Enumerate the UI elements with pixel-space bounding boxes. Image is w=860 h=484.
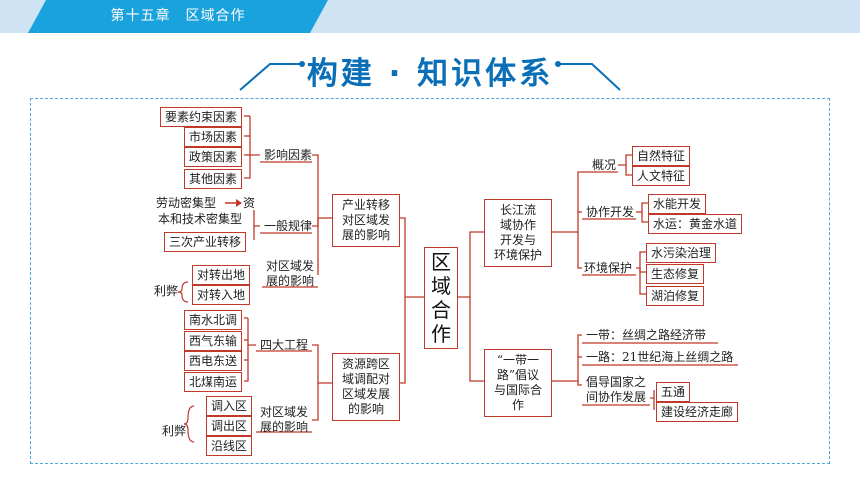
center-char: 作 [431, 322, 451, 346]
node-project-2: 西气东输 [184, 331, 243, 351]
node-factor-3: 政策因素 [184, 147, 243, 167]
node-line: 域调配对 [341, 372, 390, 386]
node-rule-1a: 劳动密集型 [156, 196, 217, 210]
center-char: 域 [431, 274, 451, 298]
center-char: 合 [431, 298, 451, 322]
node-impact-in: 对转入地 [192, 285, 251, 305]
node-rule-1b: 资 [243, 196, 256, 210]
node-project-3: 西电东送 [184, 351, 243, 371]
node-road: 一路：21世纪海上丝绸之路 [586, 350, 734, 364]
node-line: 域协作 [499, 218, 536, 232]
node-factor-2: 市场因素 [184, 127, 243, 147]
node-impact-out: 对转出地 [192, 265, 251, 285]
node-impact-2: 对区域发 展的影响 [256, 402, 312, 438]
node-waterway: 水运：黄金水道 [648, 214, 743, 234]
node-line: 对区域发 [260, 405, 309, 419]
node-rule-2: 三次产业转移 [164, 232, 247, 252]
chapter-tab: 第十五章 区域合作 [28, 0, 328, 33]
node-belt-road: “一带一 路”倡议 与国际合 作 [484, 349, 552, 417]
node-rule-1c: 本和技术密集型 [158, 212, 243, 226]
node-five-links: 五通 [656, 382, 691, 402]
center-node: 区 域 合 作 [424, 247, 458, 349]
node-region-out: 调出区 [206, 416, 253, 436]
node-yangtze: 长江流 域协作 开发与 环境保护 [484, 199, 552, 267]
node-line: 的影响 [347, 402, 384, 416]
pros-cons-label-2: 利弊 [162, 424, 187, 438]
node-env-protect: 环境保护 [584, 261, 633, 275]
node-overview: 概况 [592, 158, 617, 172]
node-factor-4: 其他因素 [184, 169, 243, 189]
node-region-along: 沿线区 [206, 436, 253, 456]
node-line: 路”倡议 [496, 368, 540, 382]
node-advocate: 倡导国家之 间协作发展 [582, 372, 650, 408]
node-line: 展的影响 [260, 420, 309, 434]
node-natural: 自然特征 [632, 146, 691, 166]
node-eco-restore: 生态修复 [646, 264, 705, 284]
node-line: 倡导国家之 [586, 375, 647, 389]
node-human: 人文特征 [632, 166, 691, 186]
node-line: 产业转移 [341, 198, 390, 212]
pros-cons-label: 利弊 [154, 284, 179, 298]
center-char: 区 [431, 250, 451, 274]
node-lake-restore: 湖泊修复 [646, 286, 705, 306]
node-line: 展的影响 [341, 228, 390, 242]
node-impact-1: 对区域发 展的影响 [262, 256, 318, 292]
node-line: 资源跨区 [341, 357, 390, 371]
node-line: 对区域发 [341, 213, 390, 227]
chapter-title: 第十五章 区域合作 [110, 8, 246, 24]
node-corridor: 建设经济走廊 [656, 402, 739, 422]
node-four-projects: 四大工程 [260, 338, 309, 352]
node-water-pollution: 水污染治理 [646, 243, 717, 263]
node-line: 与国际合 [493, 383, 542, 397]
node-line: 间协作发展 [586, 390, 647, 404]
node-project-4: 北煤南运 [184, 372, 243, 392]
node-line: “一带一 [496, 353, 540, 367]
node-coop-dev: 协作开发 [586, 205, 635, 219]
node-project-1: 南水北调 [184, 310, 243, 330]
node-factor-1: 要素约束因素 [160, 107, 243, 127]
mindmap-frame [30, 98, 830, 464]
node-line: 长江流 [499, 203, 536, 217]
node-hydro: 水能开发 [648, 194, 707, 214]
arrow-icon [225, 199, 242, 207]
node-line: 环境保护 [493, 248, 542, 262]
node-influence-factors: 影响因素 [264, 148, 313, 162]
node-general-rule: 一般规律 [264, 219, 313, 233]
node-line: 区域发展 [341, 387, 390, 401]
title-decoration [239, 61, 621, 91]
page-title: 构建 · 知识体系 [306, 56, 554, 92]
node-line: 作 [511, 398, 524, 412]
node-line: 对区域发 [266, 259, 315, 273]
node-line: 开发与 [499, 233, 536, 247]
node-region-in: 调入区 [206, 396, 253, 416]
node-belt: 一带：丝绸之路经济带 [586, 328, 707, 342]
node-resource-allocation: 资源跨区 域调配对 区域发展 的影响 [332, 353, 400, 421]
node-industry-transfer: 产业转移 对区域发 展的影响 [332, 194, 400, 247]
node-line: 展的影响 [266, 274, 315, 288]
